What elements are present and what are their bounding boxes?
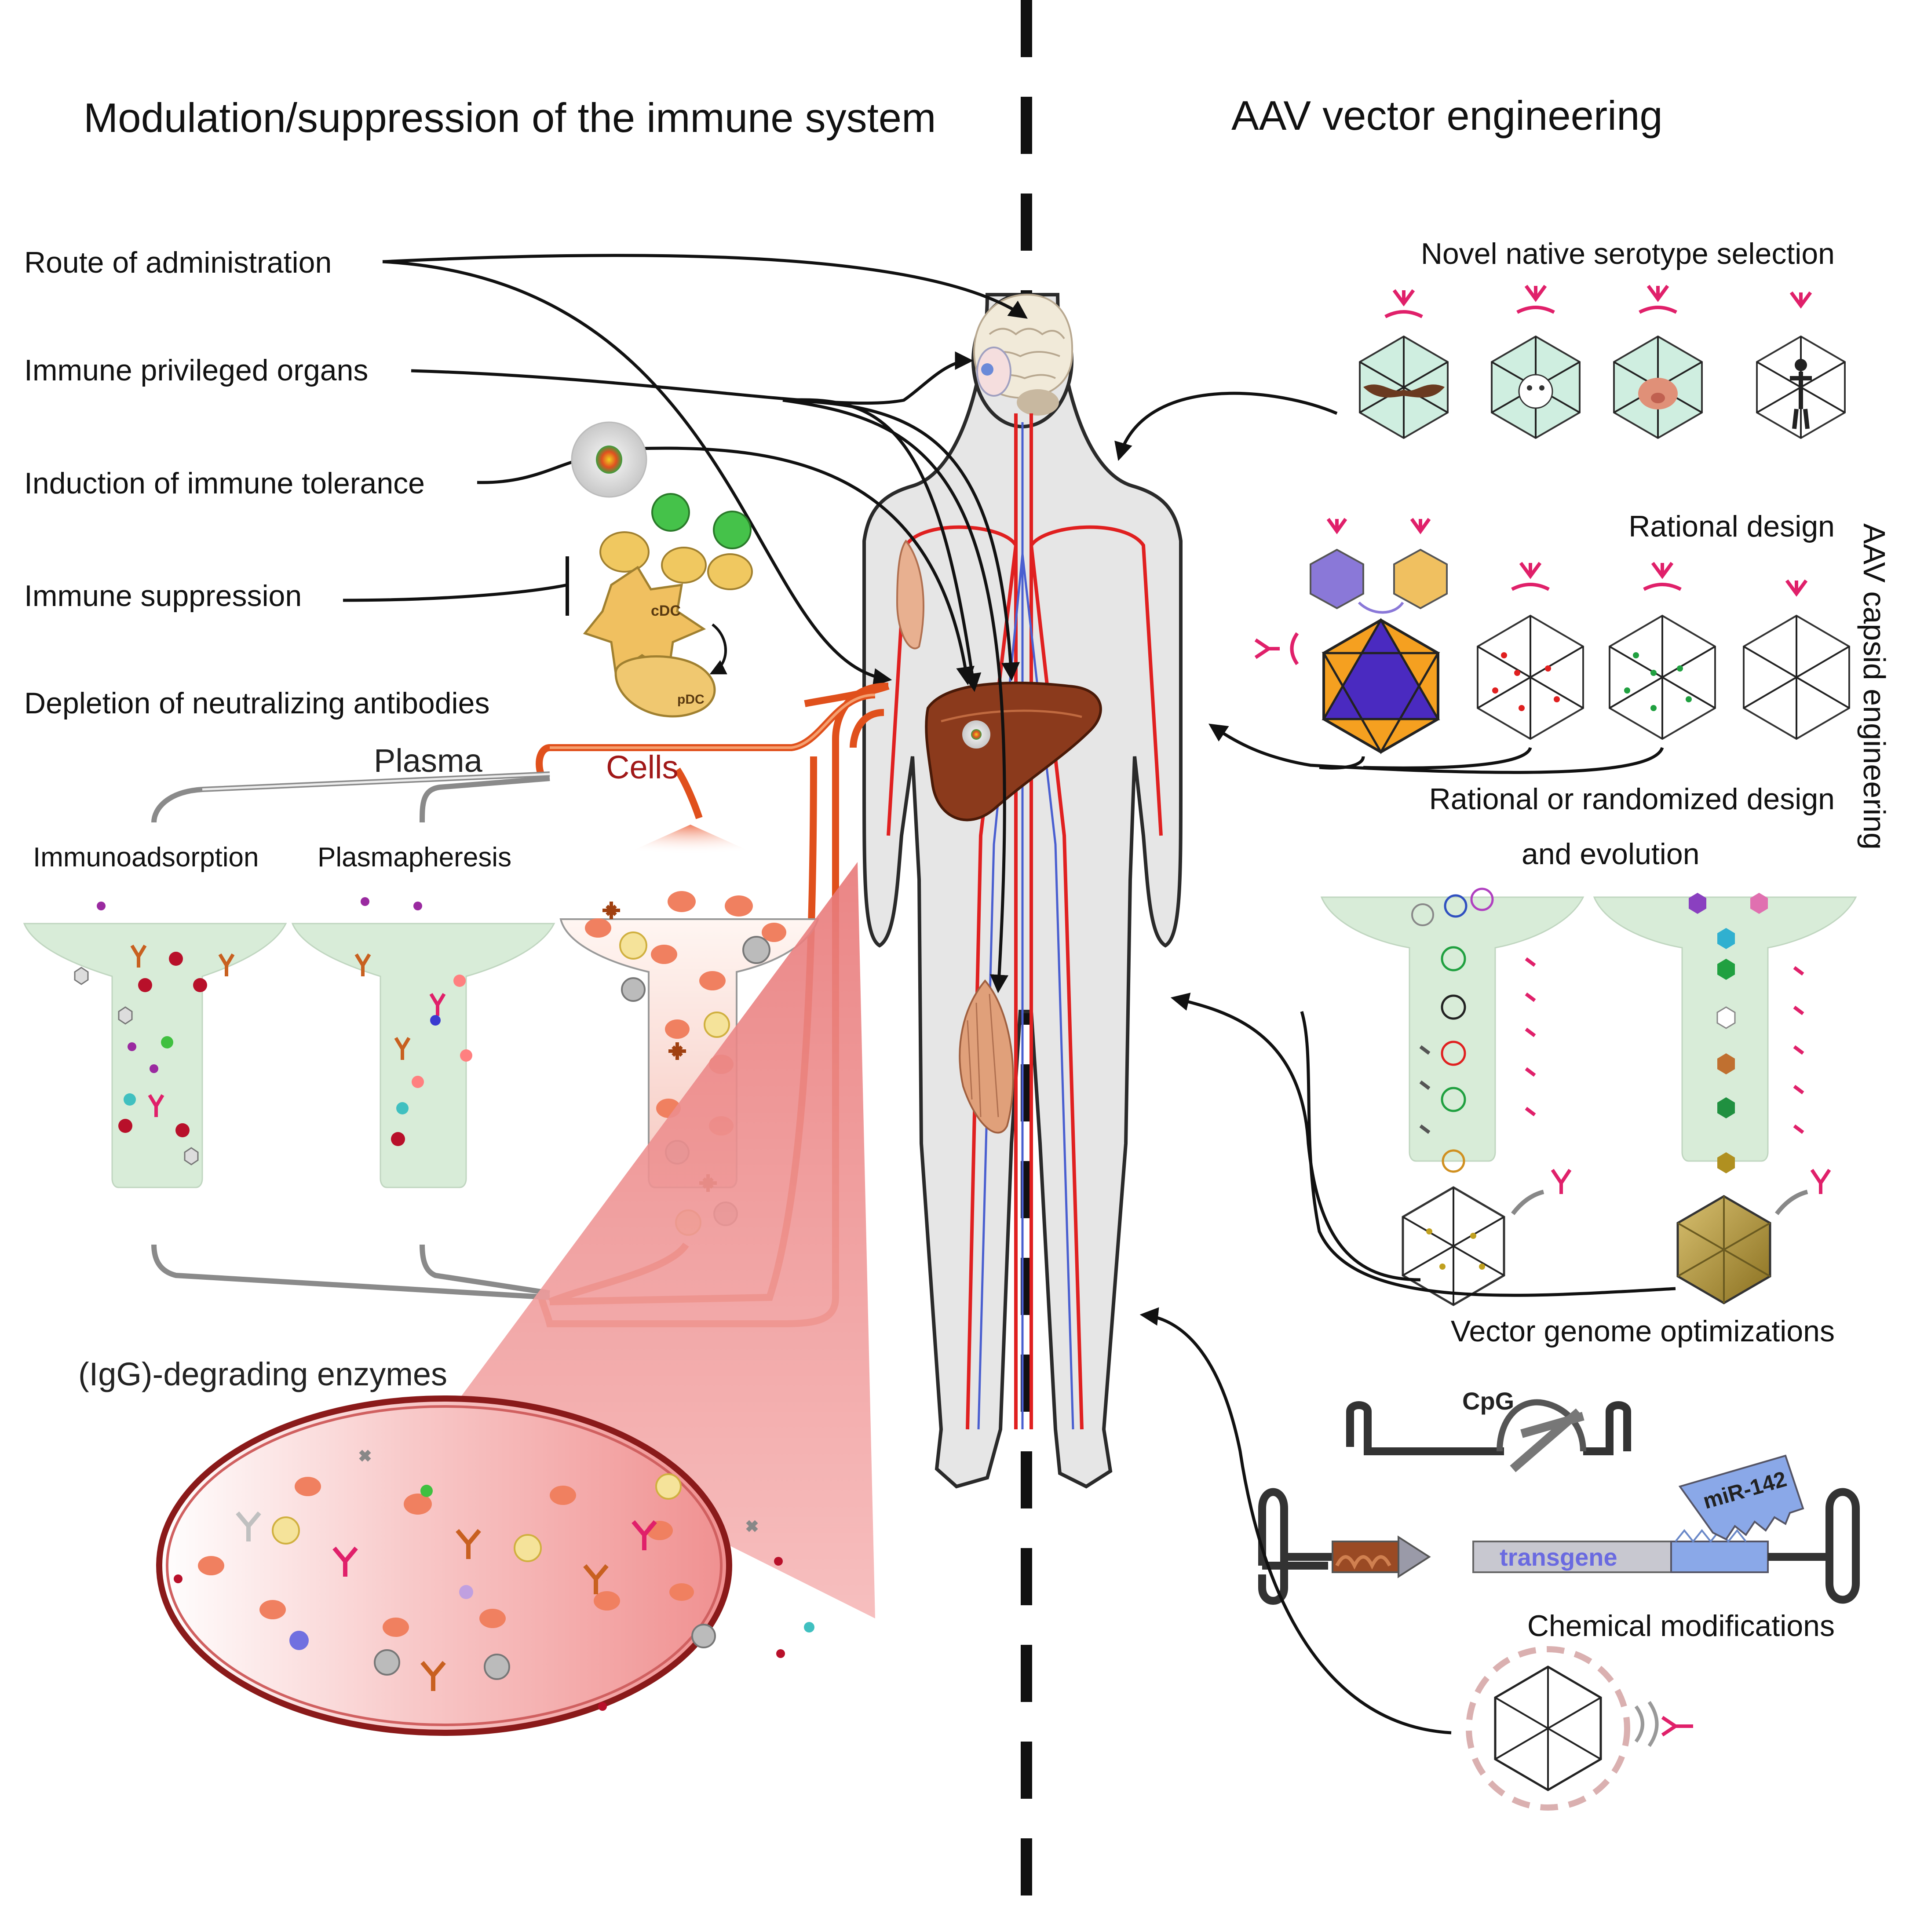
cdc-cell-label: cDC xyxy=(651,603,681,619)
immunoadsorption-column xyxy=(23,902,287,1188)
directed-evolution-columns xyxy=(1320,887,1857,1306)
cells-label: Cells xyxy=(606,749,678,785)
vector-genome-diagram: CpG transgene miR-142 xyxy=(1258,1387,1860,1605)
antibody-icons-row2 xyxy=(1254,518,1808,665)
blood-magnifier xyxy=(156,1395,814,1736)
randomized-design-label-line1: Rational or randomized design xyxy=(1429,782,1835,816)
muscle-tissue xyxy=(896,539,1014,1134)
transgene-tag: transgene xyxy=(1500,1543,1617,1571)
evolution-arrow xyxy=(1170,993,1421,1282)
antibody-icons-row1 xyxy=(1384,285,1812,318)
chemically-modified-capsid xyxy=(1466,1646,1693,1811)
immune-privileged-organs-label: Immune privileged organs xyxy=(24,354,368,387)
pdc-cell-label: pDC xyxy=(677,692,705,707)
plasma-label: Plasma xyxy=(374,742,483,779)
genome-optimization-label: Vector genome optimizations xyxy=(1451,1315,1835,1348)
rational-design-arrow xyxy=(1208,723,1664,774)
novel-serotype-arrow xyxy=(1114,391,1338,461)
immunoadsorption-label: Immunoadsorption xyxy=(33,842,259,873)
liver-organ xyxy=(925,681,1102,822)
tolerogenic-cell xyxy=(571,421,647,498)
igg-degrading-enzymes-label: (IgG)-degrading enzymes xyxy=(78,1356,447,1392)
chemical-modification-arrow xyxy=(1139,1307,1452,1735)
rational-design-capsids xyxy=(1310,548,1850,754)
cpg-motif-tag: CpG xyxy=(1462,1387,1514,1415)
right-header: AAV vector engineering xyxy=(1231,92,1663,139)
plasmapheresis-column xyxy=(291,897,555,1188)
randomized-design-label-line2: and evolution xyxy=(1522,837,1700,871)
capsid-engineering-side-label: AAV capsid engineering xyxy=(1857,523,1891,850)
plasmapheresis-label: Plasmapheresis xyxy=(318,842,511,873)
immune-tolerance-label: Induction of immune tolerance xyxy=(24,467,425,500)
cells-glow xyxy=(607,825,774,862)
route-of-administration-label: Route of administration xyxy=(24,246,332,279)
left-header: Modulation/suppression of the immune sys… xyxy=(84,95,936,141)
blood-vessels xyxy=(887,413,1163,1430)
immune-suppression-label: Immune suppression xyxy=(24,579,302,613)
native-serotype-capsids xyxy=(1359,335,1846,439)
left-arrows xyxy=(343,254,1028,993)
chemical-modifications-label: Chemical modifications xyxy=(1527,1609,1835,1643)
dendritic-cell-cluster: cDC pDC xyxy=(583,493,753,718)
antibody-depletion-label: Depletion of neutralizing antibodies xyxy=(24,687,489,720)
rational-design-label: Rational design xyxy=(1628,510,1835,543)
novel-serotype-label: Novel native serotype selection xyxy=(1421,237,1835,270)
